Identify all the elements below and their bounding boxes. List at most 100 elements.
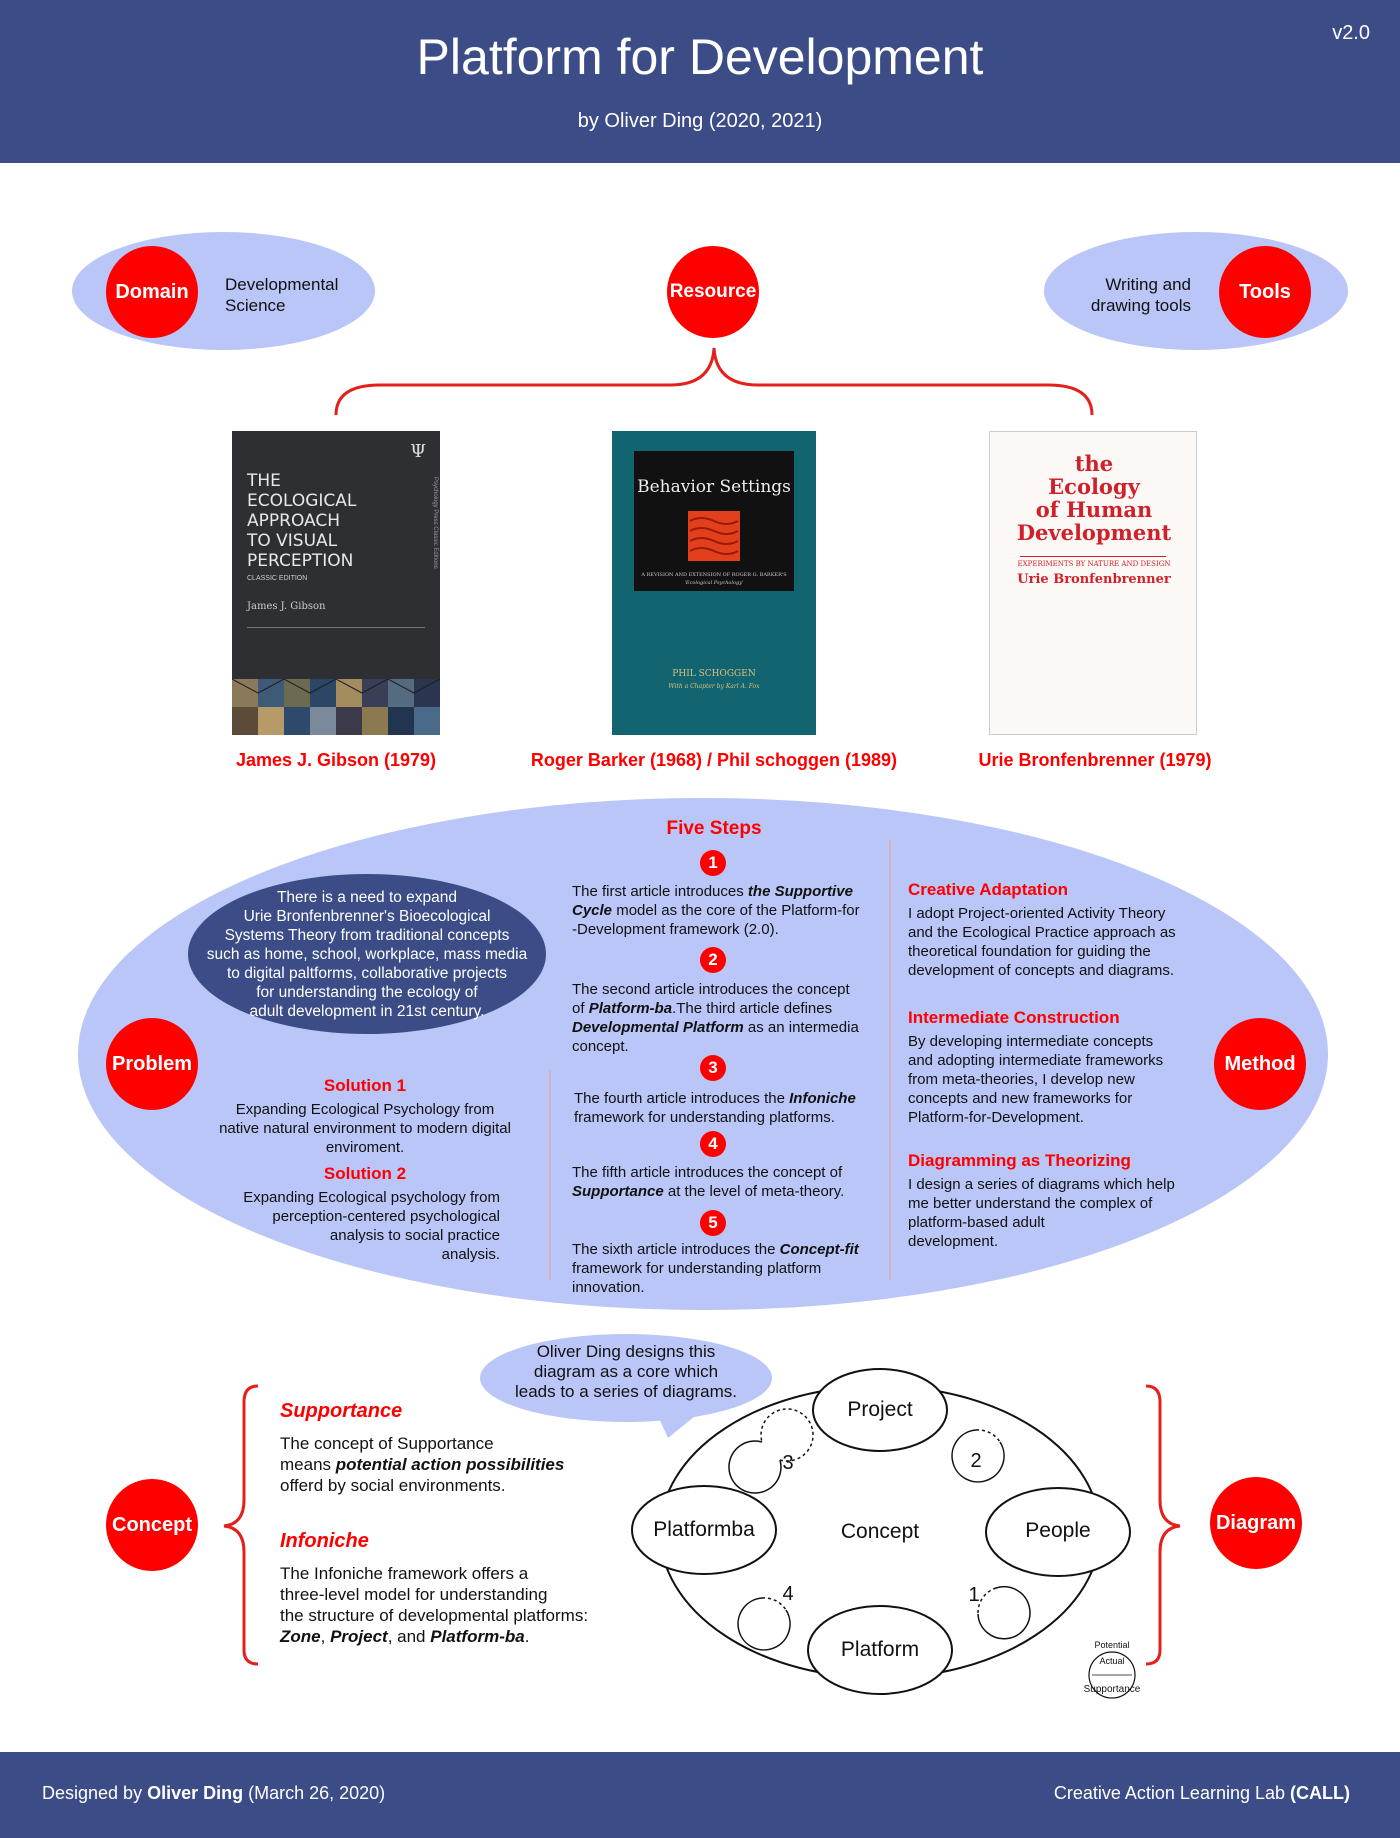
- concept-line: offerd by social environments.: [280, 1476, 506, 1495]
- step-line: innovation.: [572, 1279, 645, 1296]
- step-number-3: 3: [700, 1055, 726, 1081]
- node-people: People: [1025, 1519, 1091, 1542]
- footer-author: Oliver Ding: [147, 1783, 244, 1803]
- step-text-span: The fourth article introduces the: [574, 1090, 790, 1107]
- method-line: By developing intermediate concepts: [908, 1033, 1154, 1050]
- node-platformba: Platformba: [653, 1518, 755, 1541]
- legend-label: Supportance: [1083, 1684, 1141, 1695]
- step-number-5: 5: [700, 1210, 726, 1236]
- node-platform: Platform: [840, 1638, 920, 1661]
- step-text-em: the Supportive: [747, 883, 853, 900]
- speech-bubble-text: Oliver Ding designs this diagram as a co…: [480, 1342, 772, 1402]
- method-line: I design a series of diagrams which help: [908, 1176, 1175, 1193]
- cover-title-line: Ecology: [1048, 474, 1140, 499]
- book-caption-gibson: James J. Gibson (1979): [235, 750, 437, 770]
- method-item-3: Diagramming as Theorizing I design a ser…: [908, 1151, 1208, 1251]
- method-item-title: Diagramming as Theorizing: [908, 1151, 1131, 1170]
- gibson-author: James J. Gibson: [247, 601, 326, 612]
- footer-text: Creative Action Learning Lab: [1053, 1783, 1291, 1803]
- barker-author-note: With a Chapter by Karl A. Fox: [668, 683, 760, 690]
- concept-text-em: potential action possibilities: [335, 1455, 565, 1474]
- gibson-side-text: Psychology Press Classic Editions: [432, 477, 438, 569]
- need-statement: There is a need to expand Urie Bronfenbr…: [188, 874, 546, 1034]
- divider-right: [889, 840, 891, 1280]
- infoniche-block: Infoniche The Infoniche framework offers…: [280, 1530, 640, 1647]
- barker-cover-title: Behavior Settings: [637, 477, 791, 497]
- concept-line: The Infoniche framework offers a: [280, 1564, 529, 1583]
- step-text-span: .The third article defines: [672, 1000, 833, 1017]
- domain-text: Developmental Science: [225, 274, 338, 316]
- method-item-text: By developing intermediate concepts and …: [908, 1032, 1208, 1127]
- supportance-title: Supportance: [280, 1400, 403, 1422]
- need-line: Systems Theory from traditional concepts: [224, 926, 510, 944]
- solution-2-text: Expanding Ecological psychology from per…: [206, 1188, 524, 1264]
- solution-1: Solution 1 Expanding Ecological Psycholo…: [206, 1076, 524, 1157]
- resource-circle: Resource: [667, 246, 759, 338]
- header-banner: v2.0 Platform for Development by Oliver …: [0, 0, 1400, 163]
- bronfenbrenner-author: Urie Bronfenbrenner: [1017, 572, 1171, 587]
- concept-text-em: Zone: [280, 1627, 321, 1646]
- domain-text-line: Science: [225, 296, 286, 315]
- concept-text-em: Platform-ba: [430, 1627, 525, 1646]
- solution-2: Solution 2 Expanding Ecological psycholo…: [206, 1164, 524, 1264]
- legend-potential: Potential: [1094, 1640, 1130, 1650]
- book-cover-bronfenbrenner: the Ecology of Human Development EXPERIM…: [989, 431, 1197, 735]
- tools-text-line: drawing tools: [1090, 296, 1191, 315]
- need-line: Urie Bronfenbrenner's Bioecological: [243, 907, 491, 925]
- concept-circle: Concept: [106, 1479, 198, 1571]
- step-text-span: The first article introduces: [572, 883, 748, 900]
- node-platform-shape: [807, 1605, 953, 1695]
- cube-pattern: [232, 679, 440, 735]
- step-text-em: Supportance: [572, 1183, 664, 1200]
- bubble-line: Oliver Ding designs this: [536, 1342, 716, 1361]
- need-line: to digital paltforms, collaborative proj…: [226, 964, 507, 982]
- barker-sub: A REVISION AND EXTENSION OF ROGER G. BAR…: [641, 572, 787, 578]
- cycle-2-arc-dashed: [975, 1429, 1001, 1443]
- method-line: theoretical foundation for guiding the: [908, 943, 1151, 960]
- book-cover-barker: Behavior Settings A REVISION AND EXTENSI…: [612, 431, 816, 735]
- supportance-text: The concept of Supportance means potenti…: [280, 1433, 640, 1496]
- cycle-3-arc: [728, 1440, 782, 1494]
- step-text-span: model as the core of the Platform-for: [612, 902, 860, 919]
- solution-1-title: Solution 1: [323, 1076, 407, 1095]
- step-number-1: 1: [700, 850, 726, 876]
- need-line: adult development in 21st century.: [249, 1002, 485, 1020]
- supportive-cycle-diagram: [480, 1334, 1136, 1699]
- step-line: The second article introduces the concep…: [572, 981, 850, 998]
- step-text-em: Cycle: [572, 902, 613, 919]
- speech-bubble: [480, 1334, 772, 1422]
- step-text-span: as an intermedia: [743, 1019, 859, 1036]
- step-number-4: 4: [700, 1131, 726, 1157]
- step-line: Supportance at the level of meta-theory.: [572, 1182, 882, 1201]
- gibson-cover-title: THE ECOLOGICAL APPROACH TO VISUAL PERCEP…: [247, 471, 356, 571]
- cycle-markers: [728, 1408, 1031, 1651]
- method-line: Platform-for-Development.: [908, 1109, 1084, 1126]
- solution-line: analysis.: [441, 1246, 500, 1263]
- method-line: concepts and new frameworks for: [908, 1090, 1133, 1107]
- footer-lab: Creative Action Learning Lab (CALL): [1054, 1783, 1350, 1804]
- cycle-3-arc-dashed: [760, 1408, 814, 1462]
- cycle-4-arc: [737, 1597, 791, 1651]
- concept-line: the structure of developmental platforms…: [280, 1606, 589, 1625]
- concept-text-span: .: [524, 1627, 530, 1646]
- step-line: Developmental Platform as an intermedia: [572, 1018, 882, 1037]
- concept-line: three-level model for understanding: [280, 1585, 548, 1604]
- tools-text-line: Writing and: [1105, 275, 1191, 294]
- diagram-circle: Diagram: [1210, 1477, 1302, 1569]
- step-text-span: at the level of meta-theory.: [663, 1183, 845, 1200]
- concept-text-span: means: [280, 1455, 336, 1474]
- step-line: framework for understanding platform: [572, 1260, 822, 1277]
- step-line: concept.: [572, 1038, 629, 1055]
- solution-1-text: Expanding Ecological Psychology from nat…: [206, 1100, 524, 1157]
- step-line: The sixth article introduces the Concept…: [572, 1240, 882, 1259]
- bronfenbrenner-cover-title: the Ecology of Human Development: [990, 452, 1196, 544]
- version-label: v2.0: [1332, 22, 1370, 44]
- psi-logo: Ψ: [410, 441, 426, 462]
- cover-title-line: of Human: [1035, 497, 1153, 522]
- step-5-text: The sixth article introduces the Concept…: [572, 1240, 882, 1297]
- cover-title-line: TO VISUAL: [247, 531, 338, 551]
- domain-text-line: Developmental: [225, 275, 339, 294]
- cover-rule: [1020, 556, 1166, 557]
- method-line: I adopt Project-oriented Activity Theory: [908, 905, 1166, 922]
